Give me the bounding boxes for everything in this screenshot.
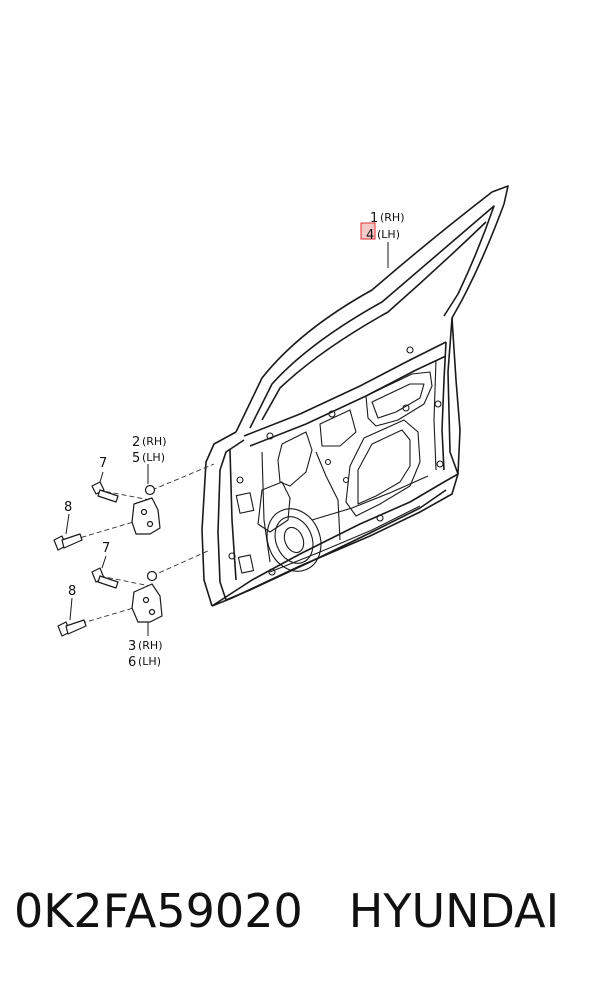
callout-lower-hinge-num-bottom: 6 <box>128 655 136 670</box>
callout-bolt-7-lower: 7 <box>102 541 110 556</box>
callout-door-panel: 1 (RH) 4 (LH) <box>366 211 405 243</box>
belt-line-2 <box>249 355 447 447</box>
part-number: 0K2FA59020 <box>14 884 303 938</box>
callout-door-panel-num-top: 1 <box>370 211 378 226</box>
callout-lower-hinge-tag-top: (RH) <box>138 639 163 652</box>
lower-bolt-8-shank <box>65 619 87 635</box>
mount-hole <box>406 346 414 354</box>
upper-access-opening <box>365 371 433 427</box>
callout-bolt-8-lower: 8 <box>68 584 76 599</box>
callout-door-panel-num-bottom: 4 <box>366 228 374 243</box>
mount-hole <box>342 476 350 484</box>
upper-hinge-group <box>53 481 161 551</box>
callout-door-panel-tag-bottom: (LH) <box>377 228 400 241</box>
upper-hinge-bracket <box>131 497 161 535</box>
upper-hinge-pin <box>144 484 156 496</box>
part-footer: 0K2FA59020 HYUNDAI <box>14 876 594 946</box>
mount-hole <box>266 432 274 440</box>
leader-bolt-7-upper <box>99 471 104 483</box>
upper-hinge-hole <box>146 520 154 528</box>
mid-opening <box>319 409 357 447</box>
mount-hole <box>434 400 442 408</box>
door-front-edge <box>201 431 237 607</box>
window-frame-outer <box>211 185 509 607</box>
lower-left-opening <box>257 481 291 533</box>
mount-hole <box>402 404 410 412</box>
lower-hinge-group <box>57 567 163 637</box>
upper-access-opening-inner <box>371 383 425 419</box>
callout-door-panel-tag-top: (RH) <box>380 211 405 224</box>
panel-rib-4 <box>311 475 429 521</box>
door-rear-edge-outer <box>451 317 461 475</box>
leader-lines <box>65 242 389 636</box>
callout-bolt-7-upper: 7 <box>99 456 107 471</box>
lower-hinge-hole <box>148 608 156 616</box>
upper-hinge-hole <box>140 508 148 516</box>
speaker-opening <box>266 508 322 572</box>
door-rear-edge <box>441 341 447 471</box>
upper-bolt-8-shank <box>61 533 83 549</box>
highlight-marker <box>360 222 376 240</box>
lower-guide-line-2 <box>99 575 151 587</box>
window-frame-inner <box>249 205 495 429</box>
inner-panel-details <box>228 346 444 576</box>
callout-lower-hinge-num-top: 3 <box>128 639 136 654</box>
callout-upper-hinge-tag-bottom: (LH) <box>142 451 165 464</box>
leader-bolt-8-lower <box>69 597 73 621</box>
callout-upper-hinge-tag-top: (RH) <box>142 435 167 448</box>
mount-hole <box>236 476 244 484</box>
lower-hinge-bracket <box>131 583 163 623</box>
lower-hinge-hole <box>142 596 150 604</box>
panel-rib-2 <box>315 451 341 541</box>
panel-rib-3 <box>433 359 437 471</box>
lower-guide-line <box>151 549 211 577</box>
right-mid-opening-inner <box>357 429 411 505</box>
upper-bolt-7-shank <box>97 489 119 503</box>
upper-hinge-pad <box>235 492 255 514</box>
mount-hole <box>324 458 332 466</box>
front-door-shell <box>201 185 509 607</box>
brand-name: HYUNDAI <box>348 884 560 938</box>
leader-bolt-8-upper <box>65 513 70 535</box>
panel-rib-5 <box>269 505 421 573</box>
mount-hole <box>228 552 236 560</box>
upper-guide-line <box>151 463 215 491</box>
door-bottom-edge-inner <box>225 489 447 601</box>
panel-rib-1 <box>261 451 271 563</box>
window-frame-inner-2 <box>261 221 487 421</box>
left-opening <box>277 431 313 487</box>
mount-hole <box>328 410 336 418</box>
callout-lower-hinge-tag-bottom: (LH) <box>138 655 161 668</box>
callout-upper-hinge: 2 (RH) 5 (LH) <box>132 435 167 466</box>
speaker-opening-inner <box>274 516 314 564</box>
mount-hole <box>268 568 276 576</box>
callout-lower-hinge: 3 (RH) 6 (LH) <box>128 639 163 670</box>
mount-hole <box>436 460 444 468</box>
lower-hinge-pad <box>237 554 255 574</box>
belt-line <box>243 341 447 437</box>
right-mid-opening <box>345 419 421 517</box>
door-front-flange <box>229 449 237 581</box>
callout-upper-hinge-num-bottom: 5 <box>132 451 140 466</box>
door-front-edge-inner <box>217 439 245 601</box>
lower-hinge-pin <box>146 570 158 582</box>
callout-upper-hinge-num-top: 2 <box>132 435 140 450</box>
lower-bolt-7-shank <box>97 575 119 589</box>
leader-bolt-7-lower <box>101 555 107 569</box>
callout-bolt-8-upper: 8 <box>64 500 72 515</box>
mount-hole <box>376 514 384 522</box>
speaker-opening-core <box>283 526 305 554</box>
